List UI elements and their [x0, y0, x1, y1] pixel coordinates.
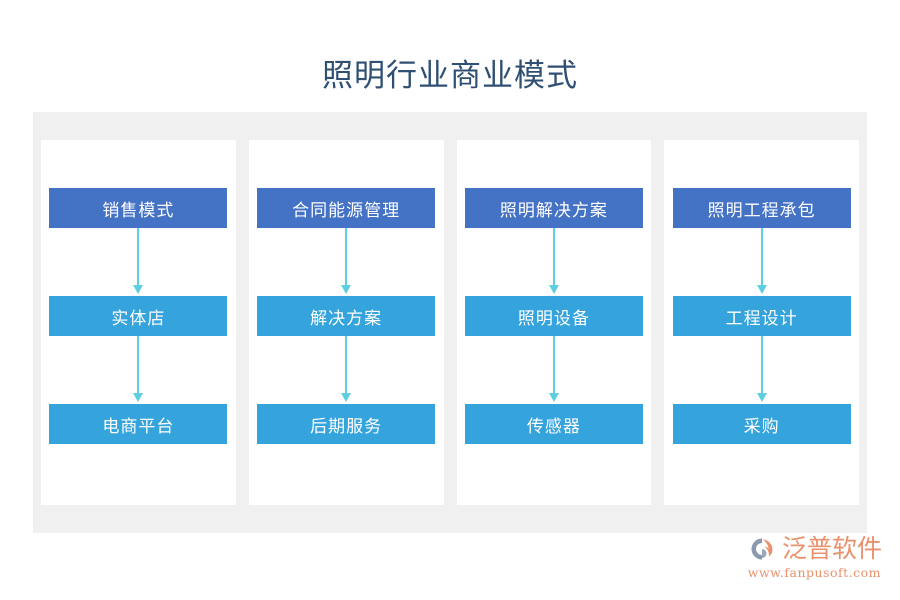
node-box[interactable]: 传感器 [464, 404, 643, 444]
arrow-down-icon [339, 228, 353, 296]
node-box[interactable]: 采购 [672, 404, 851, 444]
node-box[interactable]: 照明工程承包 [672, 188, 851, 228]
arrow-head [133, 285, 144, 294]
arrow-shaft [760, 336, 763, 396]
arrow-shaft [345, 336, 348, 396]
brand-logo-row: 泛普软件 [742, 534, 882, 564]
page-title: 照明行业商业模式 [322, 58, 578, 94]
arrow-head [756, 393, 767, 402]
arrow-head [133, 393, 144, 402]
arrow-down-icon [547, 336, 561, 404]
arrow-head [341, 393, 352, 402]
diagram-column-3: 照明解决方案 照明设备 传感器 [456, 140, 652, 505]
arrow-shaft [137, 336, 140, 396]
arrow-down-icon [131, 336, 145, 404]
node-box[interactable]: 解决方案 [257, 296, 436, 336]
arrow-down-icon [131, 228, 145, 296]
arrow-shaft [760, 228, 763, 288]
arrow-down-icon [755, 228, 769, 296]
node-box[interactable]: 照明设备 [464, 296, 643, 336]
node-box[interactable]: 照明解决方案 [464, 188, 643, 228]
arrow-head [548, 285, 559, 294]
node-box[interactable]: 电商平台 [49, 404, 228, 444]
diagram-columns: 销售模式 实体店 电商平台 合同能源管理 解决方案 后期服务 照明解决方案 [41, 140, 859, 505]
arrow-shaft [552, 228, 555, 288]
arrow-down-icon [339, 336, 353, 404]
arrow-head [756, 285, 767, 294]
arrow-shaft [552, 336, 555, 396]
node-box[interactable]: 实体店 [49, 296, 228, 336]
diagram-column-2: 合同能源管理 解决方案 后期服务 [248, 140, 444, 505]
arrow-head [341, 285, 352, 294]
node-box[interactable]: 合同能源管理 [257, 188, 436, 228]
arrow-shaft [137, 228, 140, 288]
diagram-column-4: 照明工程承包 工程设计 采购 [664, 140, 859, 505]
node-box[interactable]: 工程设计 [672, 296, 851, 336]
brand-url: www.fanpusoft.com [747, 565, 881, 580]
brand-logo: 泛普软件 www.fanpusoft.com [742, 534, 882, 588]
arrow-down-icon [547, 228, 561, 296]
node-box[interactable]: 销售模式 [49, 188, 228, 228]
diagram-column-1: 销售模式 实体店 电商平台 [41, 140, 236, 505]
arrow-shaft [345, 228, 348, 288]
arrow-down-icon [755, 336, 769, 404]
node-box[interactable]: 后期服务 [257, 404, 436, 444]
brand-name: 泛普软件 [781, 534, 882, 563]
arrow-head [548, 393, 559, 402]
fanpu-logo-icon [751, 538, 773, 560]
